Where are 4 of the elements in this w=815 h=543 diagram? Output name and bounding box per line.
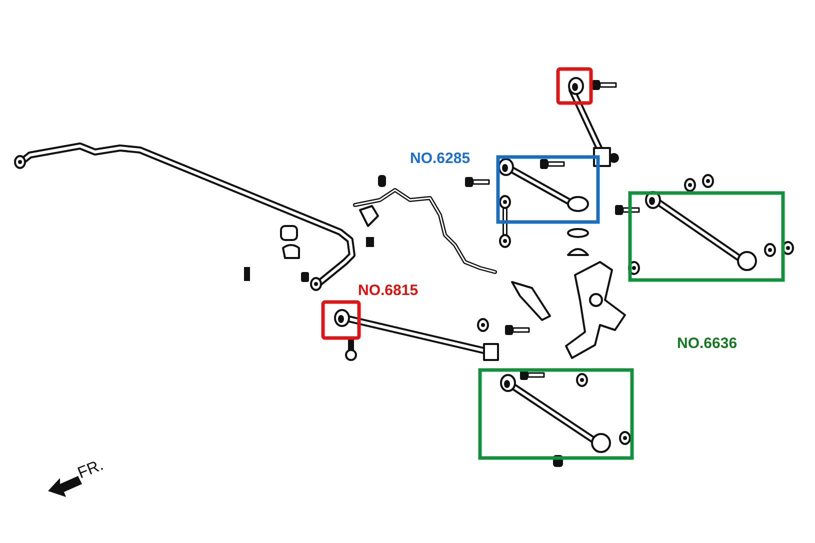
part-number: NO.6636 <box>677 336 738 351</box>
direction-label: FR. <box>76 458 106 482</box>
part-number: NO.6815 <box>358 283 418 298</box>
part-number: NO.6285 <box>410 151 470 166</box>
